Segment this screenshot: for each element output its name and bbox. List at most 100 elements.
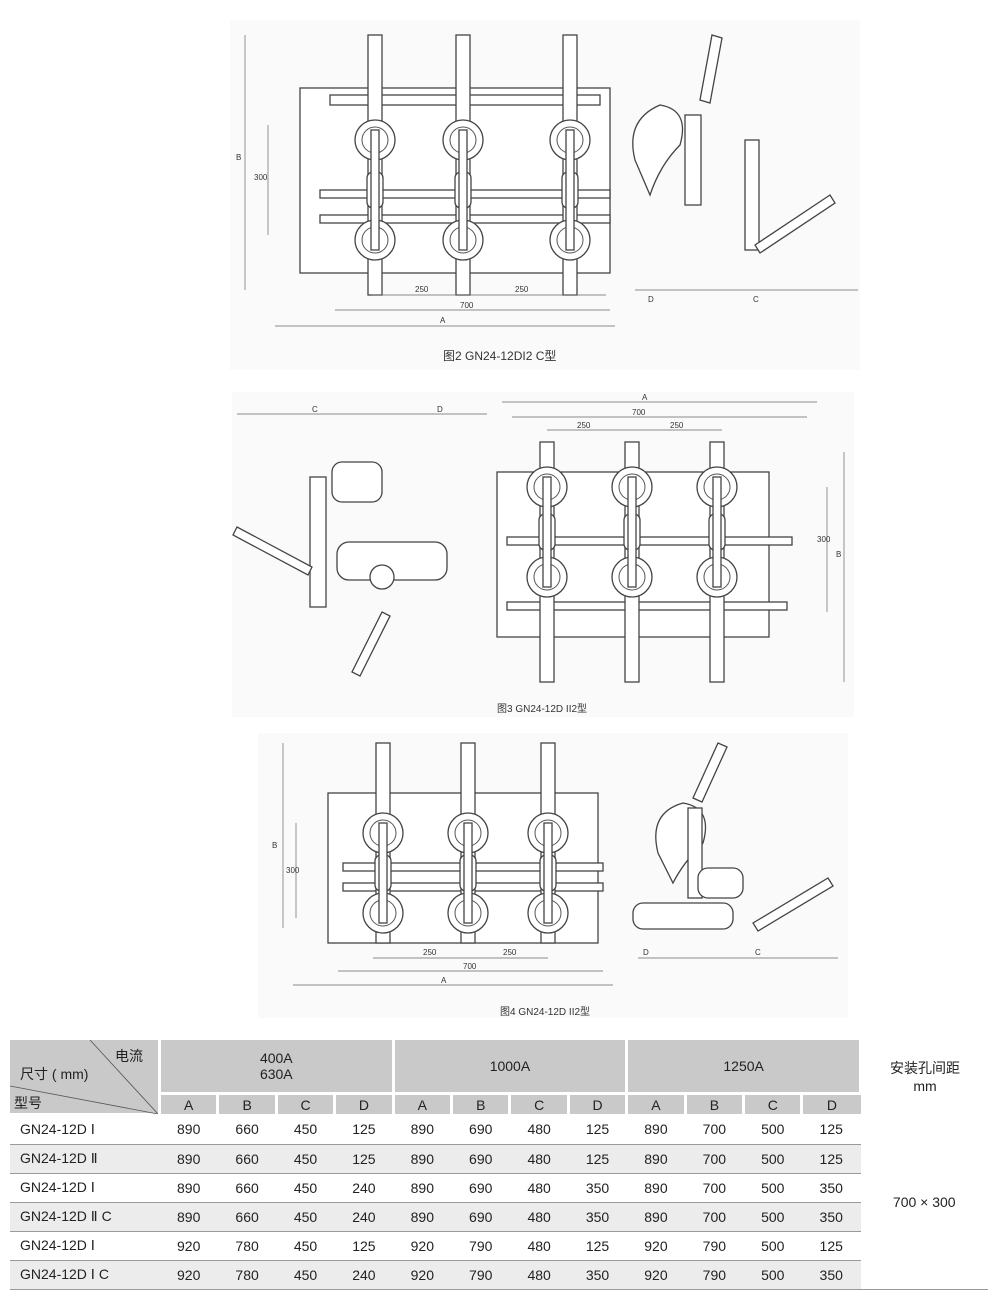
mount-header-label: 安装孔间距	[890, 1060, 960, 1077]
figure-2-drawing: B 300 250 250 700 A D C 图2 GN24-12DI2 C型	[230, 20, 860, 370]
sub-col-header: D	[334, 1093, 395, 1114]
dim-label-C: C	[753, 295, 759, 304]
mount-header-unit: mm	[913, 1078, 937, 1095]
value-cell: 920	[159, 1231, 218, 1261]
sub-col-header: A	[626, 1093, 687, 1114]
value-cell: 125	[334, 1231, 394, 1261]
pole-assembly	[447, 742, 489, 944]
value-cell: 450	[276, 1202, 335, 1232]
value-cell: 500	[743, 1260, 802, 1290]
side-view: D C	[632, 742, 838, 959]
value-cell: 350	[568, 1260, 627, 1290]
value-cell: 700	[685, 1144, 744, 1174]
sub-col-header: B	[451, 1093, 512, 1114]
value-cell: 690	[451, 1202, 510, 1232]
value-cell: 125	[801, 1144, 861, 1174]
value-cell: 450	[276, 1173, 335, 1203]
value-cell: 480	[509, 1202, 569, 1232]
dim-label-250: 250	[503, 948, 517, 957]
value-cell: 890	[393, 1144, 452, 1174]
value-cell: 125	[568, 1231, 627, 1261]
dim-label-D: D	[437, 405, 443, 414]
dim-label-250: 250	[670, 421, 684, 430]
value-cell: 660	[217, 1173, 277, 1203]
sub-col-header: D	[801, 1093, 861, 1114]
mount-hole-value: 700 × 300	[860, 1114, 988, 1290]
value-cell: 890	[159, 1144, 218, 1174]
sub-col-header: C	[509, 1093, 570, 1114]
value-cell: 790	[685, 1260, 744, 1290]
group-header-1250a: 1250A	[626, 1040, 862, 1095]
value-cell: 500	[743, 1114, 802, 1145]
dim-label-B: B	[836, 550, 841, 559]
dim-label-B: B	[272, 841, 277, 850]
dim-label-700: 700	[460, 301, 474, 310]
value-cell: 780	[217, 1231, 277, 1261]
value-cell: 890	[626, 1144, 686, 1174]
sub-col-header: C	[743, 1093, 804, 1114]
model-cell: GN24-12D Ⅰ	[10, 1173, 160, 1203]
value-cell: 450	[276, 1114, 335, 1145]
dim-label-B: B	[236, 153, 241, 162]
value-cell: 450	[276, 1144, 335, 1174]
value-cell: 890	[626, 1202, 686, 1232]
front-view: A 700 250 250 300 B	[496, 393, 845, 683]
figure-2-svg: B 300 250 250 700 A D C	[236, 34, 858, 327]
figure-4-caption: 图4 GN24-12D II2型	[500, 1007, 591, 1018]
value-cell: 660	[217, 1144, 277, 1174]
value-cell: 500	[743, 1144, 802, 1174]
sub-col-header: C	[276, 1093, 337, 1114]
dim-label-300: 300	[286, 866, 300, 875]
pole-assembly	[362, 742, 404, 944]
value-cell: 125	[568, 1114, 627, 1145]
sub-col-header: B	[685, 1093, 746, 1114]
value-cell: 480	[509, 1231, 569, 1261]
pole-assembly	[354, 34, 396, 296]
value-cell: 920	[626, 1260, 686, 1290]
corner-size-label: 尺寸 ( mm)	[20, 1066, 89, 1082]
model-cell: GN24-12D Ⅰ C	[10, 1260, 160, 1290]
value-cell: 350	[568, 1202, 627, 1232]
value-cell: 790	[451, 1231, 510, 1261]
group-label: 400A	[259, 1050, 293, 1066]
model-cell: GN24-12D Ⅰ	[10, 1231, 160, 1261]
value-cell: 125	[334, 1114, 394, 1145]
dim-label-A: A	[642, 393, 648, 402]
figure-2-caption: 图2 GN24-12DI2 C型	[443, 349, 557, 363]
figure-4-svg: B 300 250 250 700 A D C	[272, 742, 838, 986]
value-cell: 500	[743, 1202, 802, 1232]
value-cell: 240	[334, 1173, 394, 1203]
pole-assembly	[527, 742, 569, 944]
dim-label-300: 300	[817, 535, 831, 544]
value-cell: 480	[509, 1144, 569, 1174]
corner-current-label: 电流	[115, 1048, 143, 1064]
value-cell: 125	[801, 1231, 861, 1261]
dim-label-D: D	[643, 948, 649, 957]
figure-3-caption: 图3 GN24-12D II2型	[497, 704, 588, 715]
dim-label-C: C	[755, 948, 761, 957]
dim-label-250: 250	[577, 421, 591, 430]
value-cell: 890	[159, 1173, 218, 1203]
model-cell: GN24-12D Ⅱ C	[10, 1202, 160, 1232]
front-view: B 300 250 250 700 A	[272, 742, 613, 986]
value-cell: 500	[743, 1173, 802, 1203]
value-cell: 920	[393, 1231, 452, 1261]
group-label: 1250A	[723, 1058, 764, 1074]
group-header-1000a: 1000A	[393, 1040, 629, 1095]
figure-3-drawing: C D A 700 250 250 300 B 图3 GN24-12D II2型	[232, 392, 854, 717]
side-view: D C	[632, 34, 858, 304]
value-cell: 890	[626, 1114, 686, 1145]
value-cell: 660	[217, 1114, 277, 1145]
value-cell: 240	[334, 1202, 394, 1232]
group-label: 630A	[259, 1066, 293, 1082]
model-cell: GN24-12D Ⅰ	[10, 1114, 160, 1145]
value-cell: 500	[743, 1231, 802, 1261]
dim-label-700: 700	[463, 962, 477, 971]
value-cell: 350	[568, 1173, 627, 1203]
value-cell: 480	[509, 1260, 569, 1290]
dim-label-700: 700	[632, 408, 646, 417]
